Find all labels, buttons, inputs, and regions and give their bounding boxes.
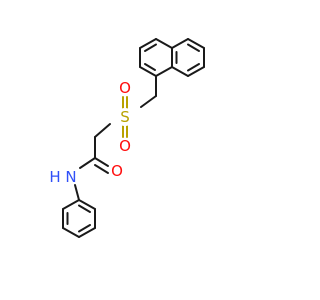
bond [171,66,189,77]
bond [144,43,157,52]
bond [62,199,80,210]
bond [139,38,157,49]
bond [78,227,96,238]
bond [187,63,200,72]
phenyl-group [62,199,96,238]
bond [140,95,157,108]
sulfonyl-group [122,96,128,138]
bond [74,184,80,201]
bond [62,227,80,238]
bond [155,66,173,77]
bond [78,204,91,213]
atom-O-top: O [117,79,133,97]
bond [79,157,96,169]
atom-label: O [111,162,123,180]
atom-O-carbonyl: O [109,162,125,180]
bond [187,43,200,52]
naphthalene-group [139,38,205,77]
atom-label: H [49,168,60,186]
atom-H: H [48,168,62,186]
bond [187,66,205,77]
bond [187,38,205,49]
atom-label: O [119,79,131,97]
atom-label: S [120,108,130,126]
atom-label: O [119,137,131,155]
atom-O-bottom: O [117,137,133,155]
bond [139,66,157,77]
bond [155,38,173,49]
bond [171,38,189,49]
atom-N: N [63,168,79,186]
bond [94,157,109,167]
bond [144,63,156,71]
atom-S: S [116,108,134,126]
bond [94,164,109,174]
bond [78,199,96,210]
structure-diagram: S O O O N H [48,38,205,238]
atom-label: N [65,168,76,186]
bond [78,224,91,233]
bond [94,123,111,138]
